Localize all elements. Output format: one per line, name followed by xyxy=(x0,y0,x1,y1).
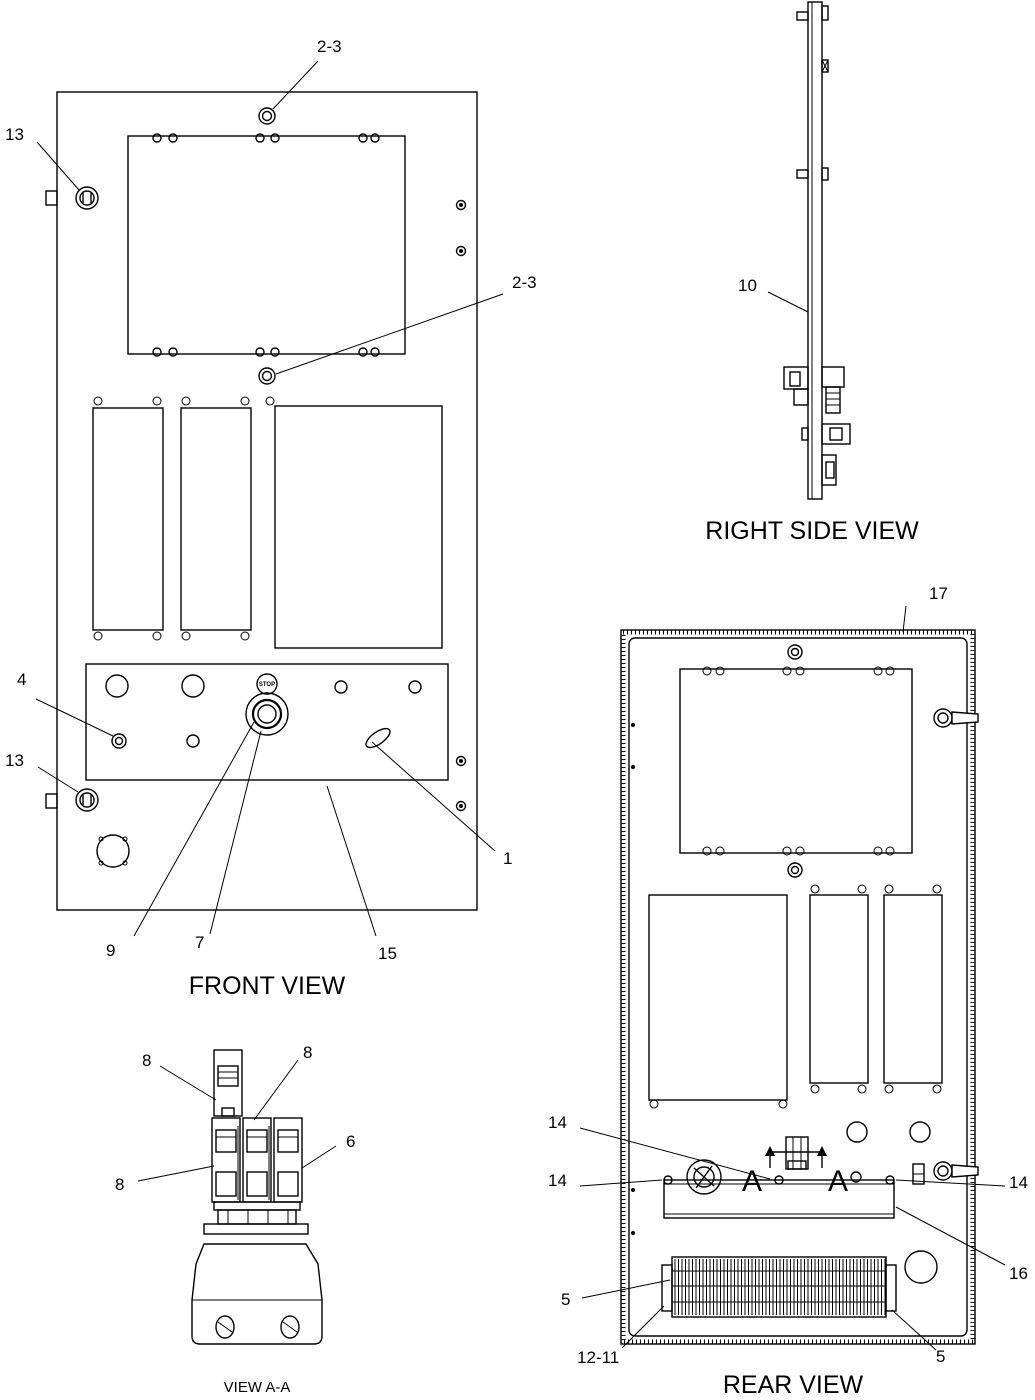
callout-9: 9 xyxy=(106,941,115,960)
callout-8-mid: 8 xyxy=(303,1043,312,1062)
side-components xyxy=(783,366,851,486)
callout-1: 1 xyxy=(503,849,512,868)
terminal-block-slices xyxy=(672,1259,886,1315)
rear-key-switch xyxy=(686,1159,722,1195)
control-hole-4 xyxy=(408,680,422,694)
din-rail xyxy=(663,1179,895,1219)
front-control-plate xyxy=(85,663,449,781)
callout-15: 15 xyxy=(378,944,397,963)
right-side-view: 10 RIGHT SIDE VIEW xyxy=(705,1,919,545)
stop-button xyxy=(251,698,283,730)
callout-17: 17 xyxy=(929,584,948,603)
callout-14-right: 14 xyxy=(1009,1173,1028,1192)
section-marker-right: A xyxy=(828,1165,848,1198)
callout-4: 4 xyxy=(17,670,26,689)
section-marker-left: A xyxy=(742,1165,762,1198)
stop-label-plate xyxy=(256,673,278,695)
callout-13-top: 13 xyxy=(5,125,24,144)
front-display-cutout xyxy=(127,135,406,355)
rear-gasket xyxy=(620,629,976,1345)
callout-10: 10 xyxy=(738,276,757,295)
front-view-title: FRONT VIEW xyxy=(189,972,346,1000)
rear-latch-top xyxy=(933,708,979,728)
callout-12-11: 12-11 xyxy=(577,1348,619,1367)
control-hole-3 xyxy=(334,680,348,694)
front-hinge-bottom xyxy=(45,793,58,809)
toggle-switch xyxy=(111,733,127,749)
callout-2-3-top: 2-3 xyxy=(317,37,342,56)
front-module-cutout-3 xyxy=(274,405,443,649)
rear-gasket-inner xyxy=(628,637,968,1337)
rear-view: A A 17 14 14 14 xyxy=(548,584,1028,1399)
front-display-tabs xyxy=(152,133,380,357)
callout-6: 6 xyxy=(346,1132,355,1151)
section-view-title: VIEW A-A xyxy=(224,1379,291,1396)
callout-8-top: 8 xyxy=(142,1051,151,1070)
rear-view-title: REAR VIEW xyxy=(723,1371,864,1399)
standoff-top xyxy=(258,107,276,125)
rear-module-cutout-2 xyxy=(809,894,869,1084)
standoff-mid xyxy=(258,367,276,385)
contact-blocks-row xyxy=(211,1117,303,1203)
callout-5-right: 5 xyxy=(936,1347,945,1366)
front-hinge-top xyxy=(45,190,58,206)
control-hole-5 xyxy=(186,734,200,748)
key-switch xyxy=(365,727,391,749)
rear-module-cutout-3 xyxy=(883,894,943,1084)
latch-bottom xyxy=(75,788,99,812)
callout-2-3-mid: 2-3 xyxy=(512,273,537,292)
rear-stop-switch xyxy=(785,1136,809,1170)
callout-8-low: 8 xyxy=(115,1175,124,1194)
right-side-view-title: RIGHT SIDE VIEW xyxy=(705,517,919,545)
terminal-block-strip xyxy=(661,1256,897,1318)
front-leaders xyxy=(35,60,504,937)
rear-latch-bottom xyxy=(933,1161,979,1181)
callout-14-left-upper: 14 xyxy=(548,1113,567,1132)
control-hole-2 xyxy=(181,674,205,698)
rear-standoff-mid xyxy=(787,862,803,878)
stop-button-head xyxy=(191,1243,323,1345)
front-panel-outline xyxy=(56,91,478,911)
latch-top xyxy=(75,186,99,210)
section-line-a-a xyxy=(765,1146,827,1168)
front-right-screws xyxy=(455,199,467,812)
front-module-cutout-2 xyxy=(180,407,252,631)
front-connector xyxy=(96,834,130,868)
callout-13-bottom: 13 xyxy=(5,751,24,770)
rear-module-cutout-1 xyxy=(648,894,788,1101)
section-view-a-a: 8 8 8 6 VIEW A-A xyxy=(115,1043,355,1396)
front-view: STOP 2-3 2-3 13 13 4 1 9 xyxy=(5,37,537,1000)
stop-button-collar xyxy=(245,692,289,736)
callout-5-left: 5 xyxy=(561,1290,570,1309)
rear-display-cutout xyxy=(679,668,913,854)
rear-connector xyxy=(904,1250,938,1284)
side-panel-edge xyxy=(807,1,823,500)
rear-standoff-top xyxy=(787,644,803,660)
rear-leaders xyxy=(579,605,1006,1351)
callout-14-left: 14 xyxy=(548,1171,567,1190)
control-hole-1 xyxy=(105,674,129,698)
front-module-cutout-1 xyxy=(92,407,164,631)
rear-panel-outline xyxy=(620,629,976,1345)
callout-7: 7 xyxy=(195,933,204,952)
section-leaders xyxy=(137,1059,337,1182)
stop-label-text: STOP xyxy=(259,682,275,688)
callout-16: 16 xyxy=(1009,1264,1028,1283)
